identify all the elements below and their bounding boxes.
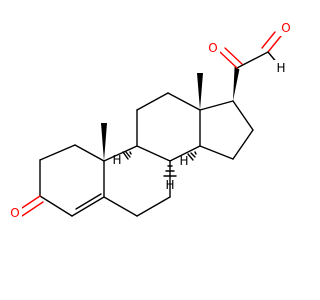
bond-c12-c13: [167, 92, 201, 111]
c18-methyl-wedge: [197, 73, 203, 110]
h9-hash-bond: [122, 151, 132, 160]
h9-label: H: [112, 153, 121, 167]
bond-c14-c8: [169, 145, 201, 162]
bond-c3-c4: [39, 195, 73, 217]
h8-label: H: [165, 178, 174, 192]
c20-oxygen-label: O: [206, 40, 220, 56]
bond-c6-c5: [103, 196, 138, 217]
c20-oxygen-text: O: [208, 41, 217, 55]
bond-c21-o-b: [261, 31, 276, 49]
bond-c13-c17: [199, 100, 234, 111]
ring-c: [136, 92, 201, 162]
bond-c21-o-a: [267, 35, 282, 53]
h14-label: H: [179, 154, 188, 168]
ring-a: [39, 144, 105, 217]
bond-c4-c5-double-a: [71, 196, 105, 217]
bond-c15-c14: [199, 145, 234, 160]
bond-c3-o-b: [21, 201, 44, 217]
bond-c10-c1: [74, 144, 105, 162]
aldehyde-hydrogen-label: H: [274, 60, 288, 76]
h8-hash-bond: [163, 165, 177, 177]
h14-hash-bond: [187, 151, 197, 161]
bond-c10-c9: [103, 145, 138, 162]
ring-d: [199, 100, 254, 160]
bond-c20-o-a: [219, 51, 238, 69]
bond-c17-c16: [232, 100, 254, 131]
bond-c7-c6: [136, 196, 171, 217]
aldehyde-oxygen-text: O: [281, 21, 290, 35]
ring-b: [103, 145, 171, 217]
bond-c3-o-a: [18, 195, 41, 211]
c19-methyl-wedge: [101, 123, 107, 161]
side-chain: [219, 31, 282, 101]
ketone-group: [18, 195, 44, 217]
molecule-structure: O O O H H H H: [8, 20, 293, 221]
bond-c20-o-b: [224, 47, 243, 65]
bond-c16-c15: [232, 129, 254, 160]
bond-c11-c12: [136, 92, 169, 111]
bond-c1-c2: [39, 144, 76, 161]
ketone-oxygen-text: O: [10, 206, 19, 220]
aldehyde-hydrogen-text: H: [276, 61, 285, 75]
c17-c20-wedge: [233, 66, 240, 101]
aldehyde-oxygen-label: O: [279, 20, 293, 36]
bond-c4-c5-double-b: [75, 193, 102, 210]
bond-c20-c21: [236, 51, 269, 69]
ketone-oxygen-label: O: [8, 205, 22, 221]
bond-c9-c8: [136, 145, 171, 162]
